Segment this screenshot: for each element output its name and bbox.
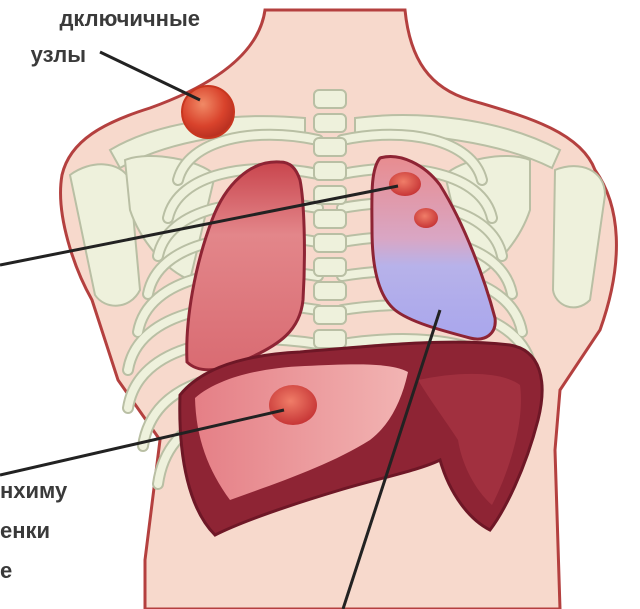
vertebra	[314, 210, 346, 228]
vertebra	[314, 258, 346, 276]
label-supraclavicular-line1: дключичные	[59, 6, 200, 31]
vertebra	[314, 114, 346, 132]
label-liver-line2: енки	[0, 518, 50, 543]
vertebra	[314, 282, 346, 300]
label-supraclavicular-line2: узлы	[31, 42, 86, 67]
vertebra	[314, 162, 346, 180]
lung-metastasis-upper	[389, 172, 421, 196]
label-liver-line1: нхиму	[0, 478, 68, 503]
vertebra	[314, 330, 346, 348]
lung-metastasis-lower	[414, 208, 438, 228]
vertebra	[314, 90, 346, 108]
vertebra	[314, 306, 346, 324]
label-liver-line3: е	[0, 558, 12, 583]
liver-metastasis	[269, 385, 317, 425]
vertebra	[314, 138, 346, 156]
pointer-line-lymph-node	[100, 52, 200, 100]
vertebra	[314, 234, 346, 252]
